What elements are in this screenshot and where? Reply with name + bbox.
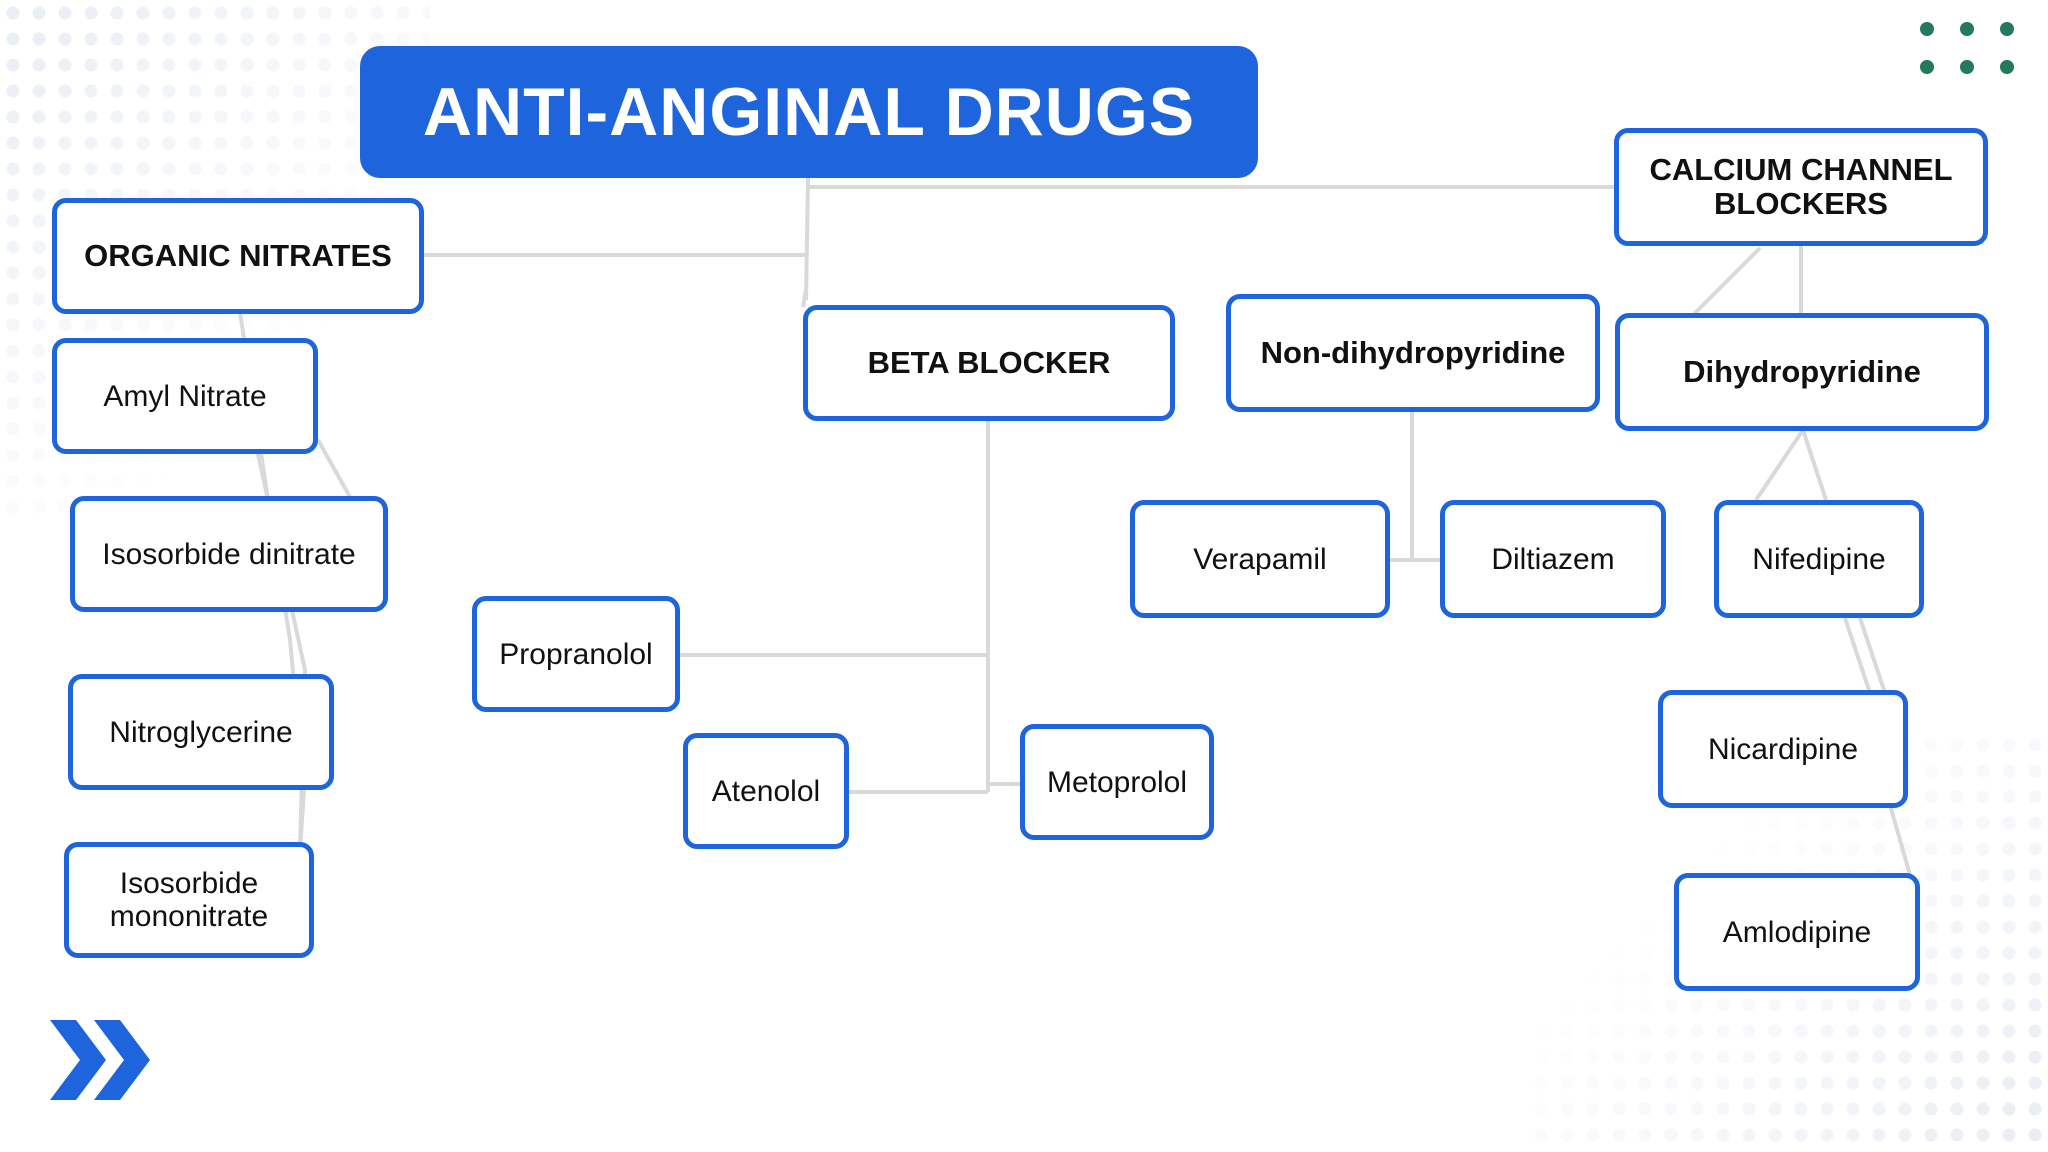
double-chevron-right-icon xyxy=(50,1020,150,1100)
connector-dhp-nifedipine xyxy=(1754,428,1805,502)
category-calcium-channel-blockers: CALCIUM CHANNEL BLOCKERS xyxy=(1614,128,1988,246)
subcategory-dihydropyridine: Dihydropyridine xyxy=(1615,313,1989,431)
drug-amlodipine: Amlodipine xyxy=(1674,873,1920,991)
category-organic-nitrates: ORGANIC NITRATES xyxy=(52,198,424,314)
drug-nitroglycerine: Nitroglycerine xyxy=(68,674,334,790)
title-banner: ANTI-ANGINAL DRUGS xyxy=(360,46,1258,178)
connector-ccb-nondhp xyxy=(1692,246,1762,316)
drug-isosorbide-mononitrate: Isosorbide mononitrate xyxy=(64,842,314,958)
connector-dhp-nifedipine-b xyxy=(1801,429,1828,501)
category-beta-blocker: BETA BLOCKER xyxy=(803,305,1175,421)
drug-nicardipine: Nicardipine xyxy=(1658,690,1908,808)
connector-nitrates-diag xyxy=(316,439,352,498)
drug-metoprolol: Metoprolol xyxy=(1020,724,1214,840)
connector-dhp-chain-b xyxy=(1858,617,1887,694)
drug-nifedipine: Nifedipine xyxy=(1714,500,1924,618)
subcategory-non-dihydropyridine: Non-dihydropyridine xyxy=(1226,294,1600,412)
page-title: ANTI-ANGINAL DRUGS xyxy=(422,74,1196,150)
drug-propranolol: Propranolol xyxy=(472,596,680,712)
connector-dhp-chain-c xyxy=(1888,804,1912,876)
drug-isosorbide-dinitrate: Isosorbide dinitrate xyxy=(70,496,388,612)
drug-amyl-nitrate: Amyl Nitrate xyxy=(52,338,318,454)
drug-atenolol: Atenolol xyxy=(683,733,849,849)
drug-verapamil: Verapamil xyxy=(1130,500,1390,618)
drug-diltiazem: Diltiazem xyxy=(1440,500,1666,618)
connector-title-trunk xyxy=(804,177,810,301)
connector-dhp-chain xyxy=(1843,617,1872,694)
dots-grid-icon xyxy=(1920,22,2024,78)
connector-title-to-beta xyxy=(801,289,808,308)
